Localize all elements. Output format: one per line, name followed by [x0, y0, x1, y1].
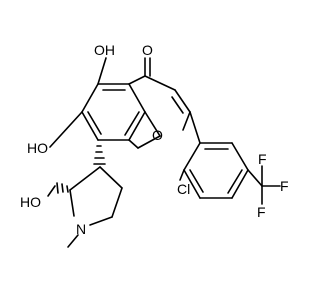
- bond: [49, 111, 83, 148]
- hash: [61, 183, 64, 193]
- bond-double-inner: [124, 111, 140, 136]
- bond: [189, 111, 201, 144]
- atom-labels: OH O HO O HO Cl N F F F: [20, 42, 289, 237]
- label-n: N: [76, 221, 86, 237]
- bond: [69, 189, 75, 217]
- bond-hashed-wedge: [56, 182, 69, 194]
- bond: [89, 216, 113, 226]
- bond: [183, 169, 201, 199]
- bond: [128, 75, 146, 85]
- hash: [56, 182, 59, 194]
- bond: [69, 166, 101, 191]
- label-f-bottom: F: [257, 204, 266, 220]
- bond: [137, 135, 161, 149]
- bond: [47, 185, 56, 197]
- bond: [81, 111, 99, 141]
- bond: [111, 187, 123, 218]
- label-f-right: F: [280, 178, 289, 194]
- label-oh-top: OH: [94, 42, 115, 58]
- label-f-top: F: [258, 151, 267, 167]
- bond: [128, 139, 139, 149]
- bonds-pyrrolidine-ring: [47, 145, 123, 248]
- bond: [231, 142, 249, 171]
- bond: [144, 75, 176, 91]
- hash: [66, 185, 69, 193]
- bond: [97, 57, 107, 85]
- bond-double-inner: [227, 169, 243, 194]
- bond: [174, 89, 191, 113]
- label-hydroxymethyl-oh: HO: [20, 194, 41, 210]
- bond: [128, 111, 146, 141]
- bond-double-inner: [171, 96, 184, 114]
- bond: [183, 142, 201, 171]
- bond: [182, 111, 191, 131]
- bond: [247, 169, 263, 187]
- label-cl: Cl: [177, 181, 190, 197]
- bond: [67, 234, 79, 248]
- bond: [99, 166, 123, 189]
- bonds-hydroxyls: [49, 57, 107, 148]
- molecule-diagram: OH O HO O HO Cl N F F F: [20, 42, 289, 248]
- bonds-pyranone-ring: [128, 57, 191, 149]
- bond-hashed-wedge: [93, 145, 106, 165]
- label-ring-o: O: [152, 127, 163, 143]
- bonds-benzo-ring: [81, 83, 146, 141]
- bond-double-inner: [189, 169, 204, 193]
- label-oh-left: HO: [27, 140, 48, 156]
- bonds-aryl-ring: [179, 111, 281, 205]
- structure-canvas: OH O HO O HO Cl N F F F: [20, 42, 289, 248]
- bond: [128, 83, 146, 113]
- bond: [231, 169, 249, 199]
- bond: [81, 83, 99, 113]
- label-carbonyl-o: O: [142, 42, 153, 58]
- bond-double-inner: [87, 111, 102, 135]
- bond: [144, 111, 161, 137]
- bond: [179, 169, 185, 181]
